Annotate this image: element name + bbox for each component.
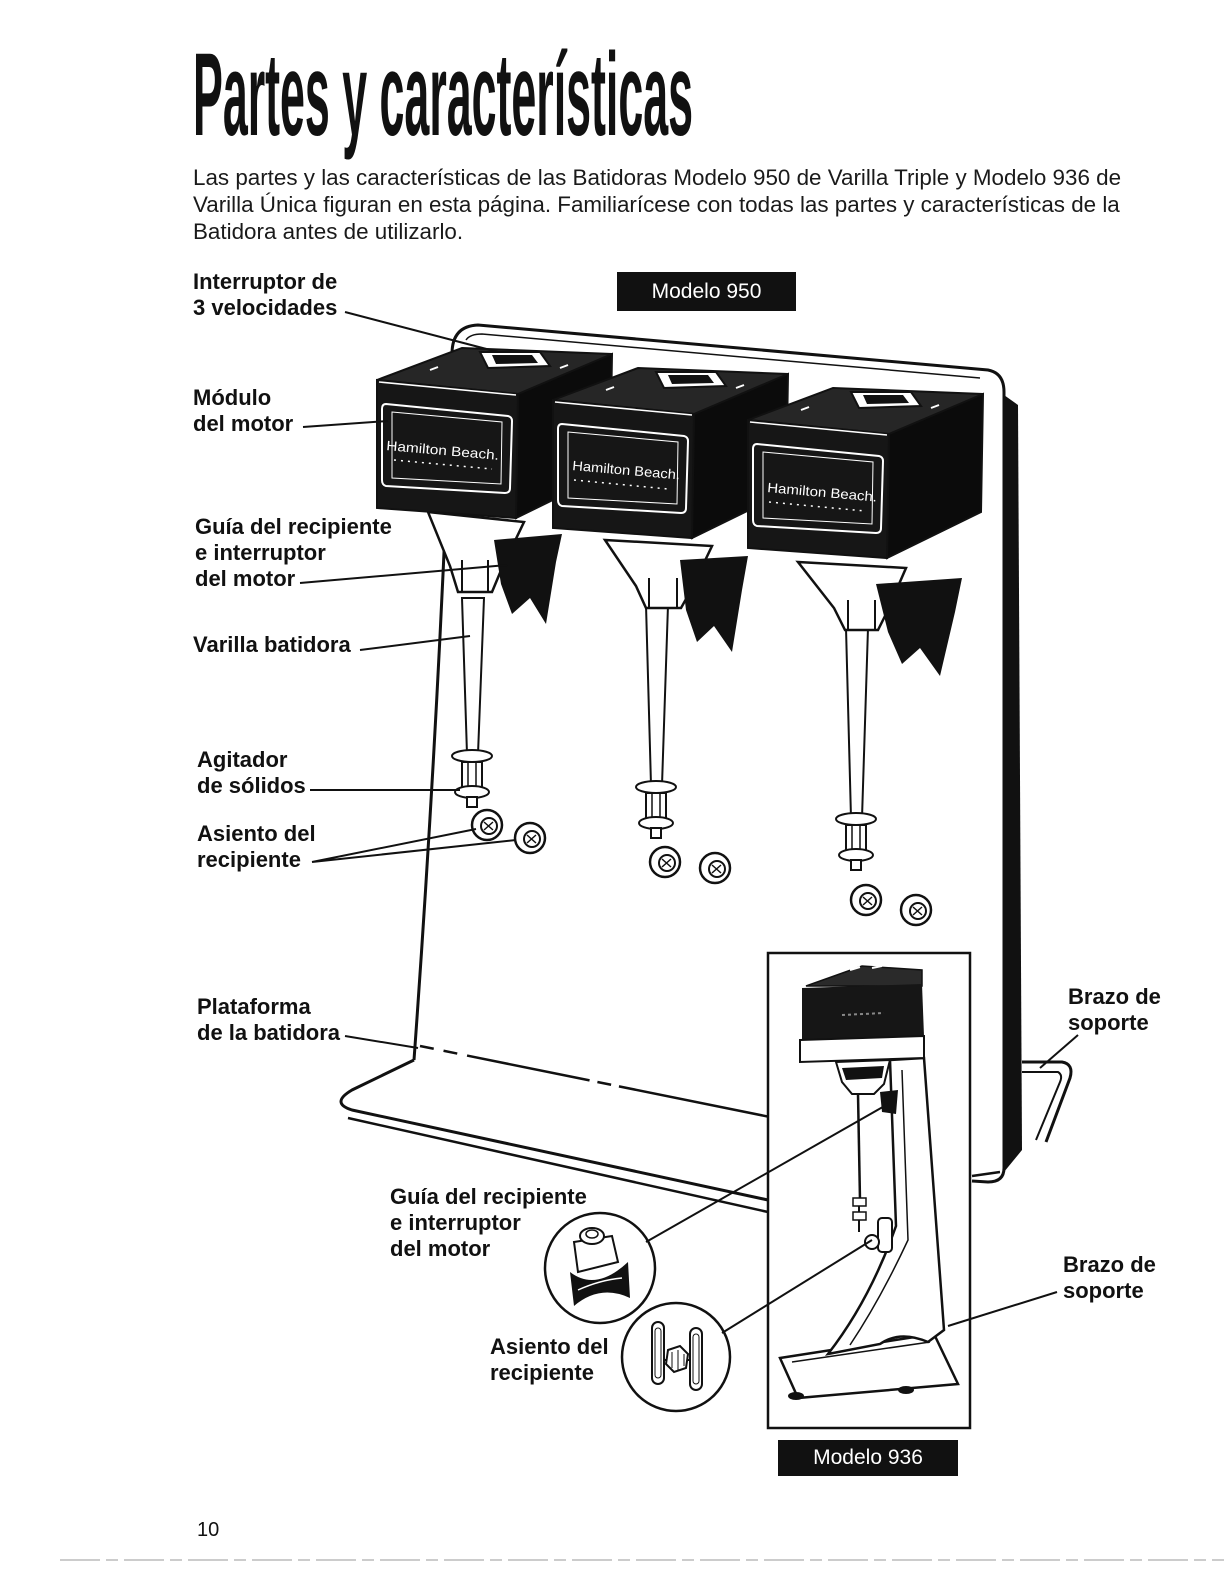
cup-guide — [880, 1090, 898, 1114]
callout-motor-module: Módulo del motor — [193, 385, 294, 436]
leader-motor-module — [302, 420, 389, 428]
cup-guide — [876, 578, 962, 676]
callout-agitator: Agitador de sólidos — [197, 747, 306, 798]
detail-cup-guide — [543, 1211, 657, 1325]
callout-cup-rest: Asiento del recipiente — [197, 821, 316, 872]
page-title: Partes y características — [193, 29, 693, 161]
leader-cup-rest-936 — [721, 1239, 873, 1334]
leader-support-arm-936 — [947, 1291, 1058, 1327]
leader-cup-guide — [299, 564, 508, 584]
callout-cup-guide: Guía del recipiente e interruptor del mo… — [195, 514, 392, 591]
solids-agitator — [835, 812, 877, 871]
motor-module-3: Hamilton Beach. — [747, 386, 985, 560]
model-936-inset — [766, 951, 972, 1430]
stand-side-edge — [1004, 395, 1022, 1172]
solids-agitator — [635, 780, 677, 839]
cup-rest — [849, 883, 883, 917]
cup-rest — [899, 893, 933, 927]
cup-guide — [680, 556, 748, 652]
spindle — [856, 1093, 862, 1201]
page-number: 10 — [197, 1519, 220, 1541]
callout-speed-switch: Interruptor de 3 velocidades — [193, 269, 338, 320]
leader-lines-950 — [299, 311, 1079, 1069]
detail-cup-rest — [620, 1301, 732, 1413]
callout-spindle: Varilla batidora — [193, 632, 351, 657]
leader-lines-936 — [645, 1103, 1058, 1334]
model-936-badge: Modelo 936 — [778, 1440, 958, 1476]
mixer-unit-3: Hamilton Beach. — [747, 386, 985, 927]
leader-speed-switch — [344, 311, 499, 353]
spindle — [844, 627, 870, 819]
cup-guide — [494, 534, 562, 624]
model-950-badge: Modelo 950 — [617, 272, 796, 311]
leader-cup-guide-936 — [645, 1103, 889, 1243]
callout-support-arm-936: Brazo de soporte — [1063, 1252, 1156, 1303]
callout-cup-guide-936: Guía del recipiente e interruptor del mo… — [390, 1184, 587, 1261]
spindle — [644, 604, 670, 786]
callout-support-arm: Brazo de soporte — [1068, 984, 1161, 1035]
leader-spindle — [359, 635, 471, 651]
solids-agitator — [451, 749, 493, 808]
cup-rest — [513, 821, 547, 855]
speed-switch — [654, 371, 728, 390]
callout-cup-rest-936: Asiento del recipiente — [490, 1334, 609, 1385]
cup-rest — [698, 851, 732, 885]
callout-platform: Plataforma de la batidora — [197, 994, 341, 1045]
mixer-platform — [339, 1044, 1001, 1214]
intro-paragraph: Las partes y las características de las … — [193, 165, 1122, 244]
speed-switch — [849, 391, 923, 410]
support-arm — [1022, 1060, 1073, 1143]
model-936-mixer — [778, 965, 960, 1400]
cup-rest — [470, 808, 504, 842]
speed-switch — [478, 351, 552, 370]
leader-platform — [344, 1035, 419, 1049]
spindle — [460, 597, 486, 755]
spindle-head — [795, 560, 908, 632]
leader-support-arm — [1039, 1034, 1079, 1069]
cup-rest — [648, 845, 682, 879]
cup-rest — [877, 1217, 893, 1253]
leader-cup-rest — [311, 828, 517, 863]
